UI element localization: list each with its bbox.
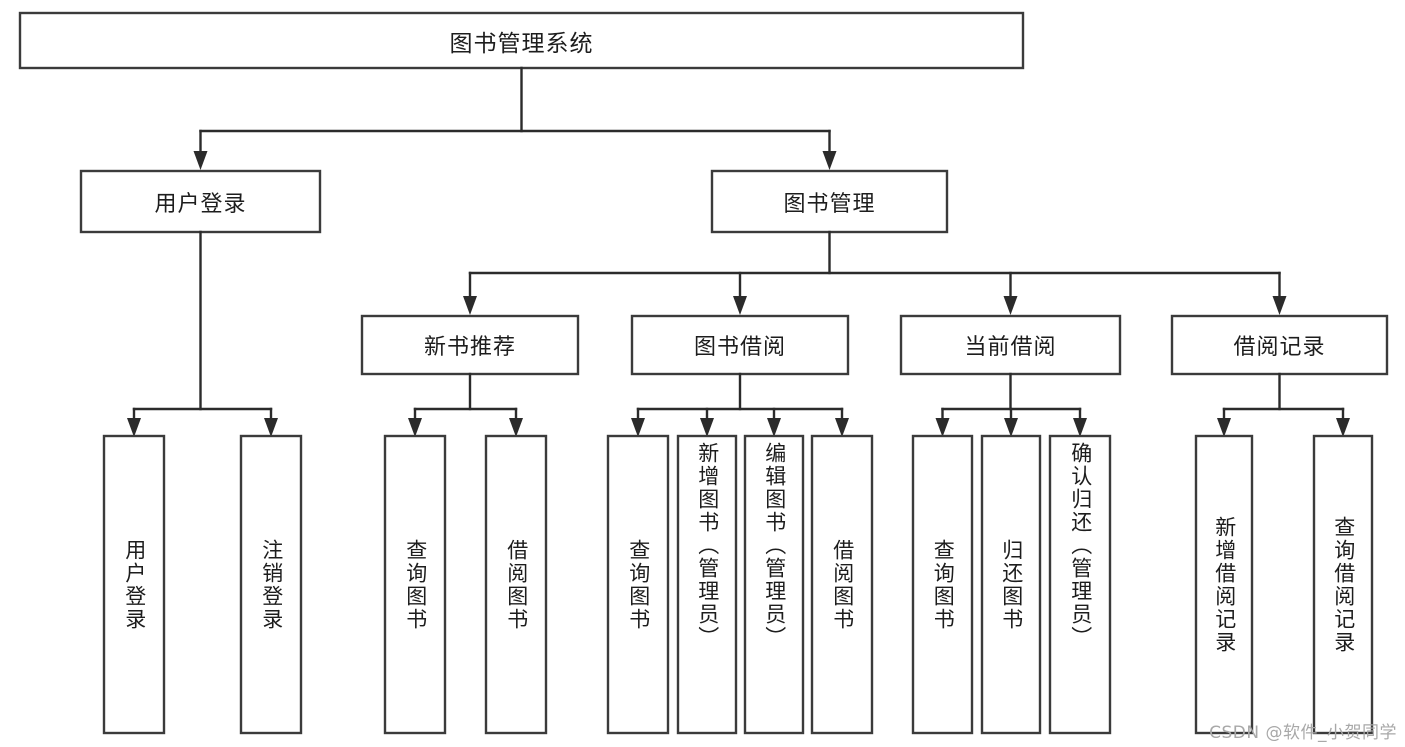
arrow-head-icon — [463, 296, 477, 315]
arrow-head-icon — [733, 296, 747, 315]
arrow-head-icon — [1004, 418, 1018, 437]
node-leaf-box-9[interactable] — [980, 434, 1042, 735]
node-leaf-box-4[interactable] — [606, 434, 670, 735]
node-leaf-box-3[interactable] — [484, 434, 548, 735]
node-level2-box-0[interactable] — [360, 314, 580, 376]
node-leaf-box-8[interactable] — [911, 434, 974, 735]
arrow-head-icon — [1073, 418, 1087, 437]
arrow-head-icon — [1217, 418, 1231, 437]
node-leaf-box-0[interactable] — [102, 434, 166, 735]
arrow-head-icon — [1336, 418, 1350, 437]
arrow-head-icon — [1003, 296, 1018, 315]
node-leaf-box-10[interactable] — [1048, 434, 1112, 735]
node-level1-box-0[interactable] — [79, 169, 322, 234]
node-leaf-box-6[interactable] — [743, 434, 805, 735]
node-level1-box-1[interactable] — [710, 169, 949, 234]
arrow-head-icon — [127, 418, 141, 437]
node-leaf-box-5[interactable] — [676, 434, 738, 735]
node-leaf-box-11[interactable] — [1194, 434, 1254, 735]
arrow-head-icon — [822, 151, 837, 170]
arrow-head-icon — [835, 418, 849, 437]
arrow-head-icon — [509, 418, 523, 437]
arrow-head-icon — [193, 151, 208, 170]
node-root-box[interactable] — [18, 11, 1025, 70]
node-leaf-box-7[interactable] — [810, 434, 874, 735]
node-leaf-box-1[interactable] — [239, 434, 303, 735]
node-level2-box-3[interactable] — [1170, 314, 1389, 376]
node-level2-box-1[interactable] — [630, 314, 850, 376]
node-leaf-box-12[interactable] — [1312, 434, 1374, 735]
arrow-head-icon — [700, 418, 714, 437]
arrow-head-icon — [935, 418, 950, 437]
node-leaf-box-2[interactable] — [383, 434, 447, 735]
node-level2-box-2[interactable] — [899, 314, 1122, 376]
arrow-head-icon — [1272, 296, 1287, 315]
arrow-head-icon — [767, 418, 781, 437]
arrow-head-icon — [264, 418, 278, 437]
arrow-head-icon — [631, 418, 645, 437]
arrow-head-icon — [408, 418, 422, 437]
